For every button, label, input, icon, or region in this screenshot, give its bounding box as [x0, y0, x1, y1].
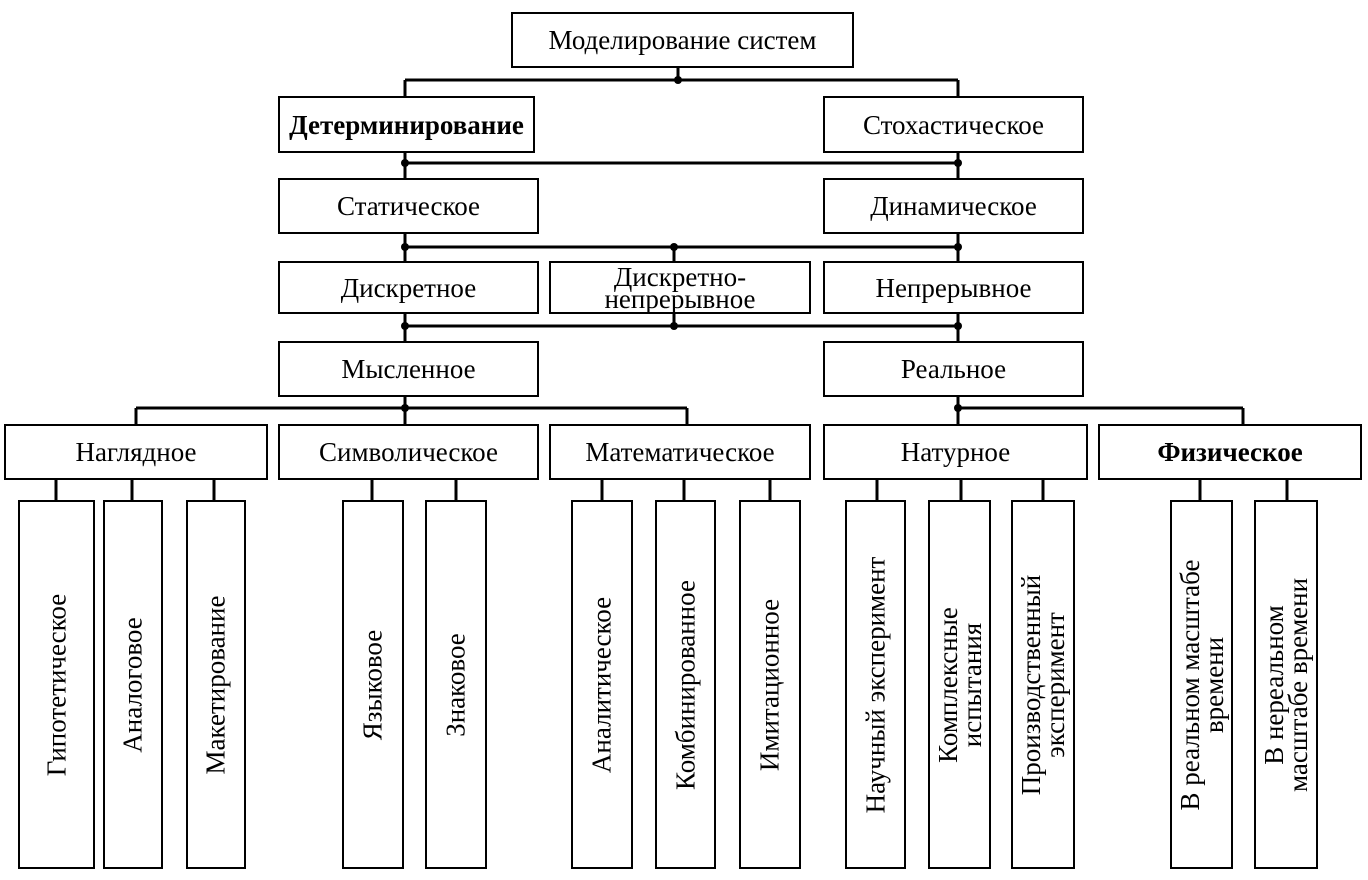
- leaf-hypothetical-label: Гипотетическое: [41, 593, 71, 776]
- node-discrete: Дискретное: [278, 261, 539, 314]
- node-real: Реальное: [823, 341, 1084, 397]
- node-stochastic-label: Стохастическое: [862, 109, 1045, 140]
- node-physical: Физическое: [1098, 424, 1362, 480]
- node-mental: Мысленное: [278, 341, 539, 397]
- node-physical-label: Физическое: [1157, 437, 1303, 467]
- leaf-complex-tests-label-line2: испытания: [956, 622, 987, 747]
- leaf-mockup-label: Макетирование: [200, 595, 231, 774]
- node-natural: Натурное: [823, 424, 1088, 480]
- leaf-sign: Знаковое: [425, 500, 487, 869]
- leaf-scientific-experiment-label: Научный эксперимент: [860, 556, 890, 813]
- leaf-analytical: Аналитическое: [571, 500, 633, 869]
- leaf-sign-label: Знаковое: [440, 632, 471, 737]
- node-dynamic: Динамическое: [823, 178, 1084, 234]
- node-symbolic: Символическое: [278, 424, 539, 480]
- node-discrete-continuous-label-line2: непрерывное: [604, 283, 756, 314]
- leaf-production-experiment-label-line2: эксперимент: [1040, 611, 1070, 758]
- leaf-real-time-scale-label-line1: В реальном масштабе: [1174, 559, 1205, 810]
- leaf-non-real-time-scale: В нереальном масштабе времени: [1254, 500, 1318, 869]
- node-root: Моделирование систем: [511, 12, 854, 68]
- node-deterministic: Детерминирование: [278, 96, 535, 153]
- node-natural-label: Натурное: [900, 437, 1011, 467]
- node-continuous-label: Непрерывное: [875, 272, 1032, 303]
- leaf-combined-label: Комбинированное: [670, 579, 700, 790]
- leaf-complex-tests-label-line1: Комплексные: [932, 606, 963, 763]
- leaf-scientific-experiment: Научный эксперимент: [845, 500, 906, 869]
- node-deterministic-label: Детерминирование: [289, 109, 524, 140]
- node-visual: Наглядное: [4, 424, 268, 480]
- leaf-real-time-scale-label-line2: времени: [1198, 636, 1229, 733]
- node-static: Статическое: [278, 178, 539, 234]
- leaf-combined: Комбинированное: [655, 500, 716, 869]
- node-mental-label: Мысленное: [341, 354, 476, 384]
- leaf-mockup: Макетирование: [186, 500, 246, 869]
- leaf-simulation-label: Имитационное: [754, 598, 785, 771]
- leaf-non-real-time-scale-label-line2: масштабе времени: [1283, 577, 1313, 792]
- node-mathematical: Математическое: [549, 424, 811, 480]
- node-discrete-continuous: Дискретно- непрерывное: [549, 261, 811, 314]
- node-symbolic-label: Символическое: [319, 437, 498, 467]
- leaf-simulation: Имитационное: [739, 500, 801, 869]
- node-mathematical-label: Математическое: [585, 437, 775, 467]
- node-continuous: Непрерывное: [823, 261, 1084, 314]
- leaf-analog-label: Аналоговое: [117, 616, 148, 753]
- leaf-analog: Аналоговое: [103, 500, 163, 869]
- node-discrete-continuous-label-line1: Дискретно-: [613, 261, 747, 292]
- leaf-hypothetical: Гипотетическое: [18, 500, 95, 869]
- leaf-real-time-scale: В реальном масштабе времени: [1170, 500, 1233, 869]
- leaf-analytical-label: Аналитическое: [586, 596, 617, 773]
- leaf-complex-tests: Комплексные испытания: [928, 500, 991, 869]
- leaf-linguistic: Языковое: [342, 500, 404, 869]
- node-discrete-label: Дискретное: [340, 272, 477, 303]
- node-root-label: Моделирование систем: [548, 25, 817, 55]
- node-static-label: Статическое: [336, 191, 481, 221]
- node-visual-label: Наглядное: [75, 437, 197, 467]
- node-stochastic: Стохастическое: [823, 96, 1084, 153]
- node-real-label: Реальное: [900, 354, 1007, 384]
- leaf-linguistic-label: Языковое: [357, 629, 388, 740]
- node-dynamic-label: Динамическое: [870, 191, 1037, 221]
- leaf-production-experiment: Производственный эксперимент: [1011, 500, 1075, 869]
